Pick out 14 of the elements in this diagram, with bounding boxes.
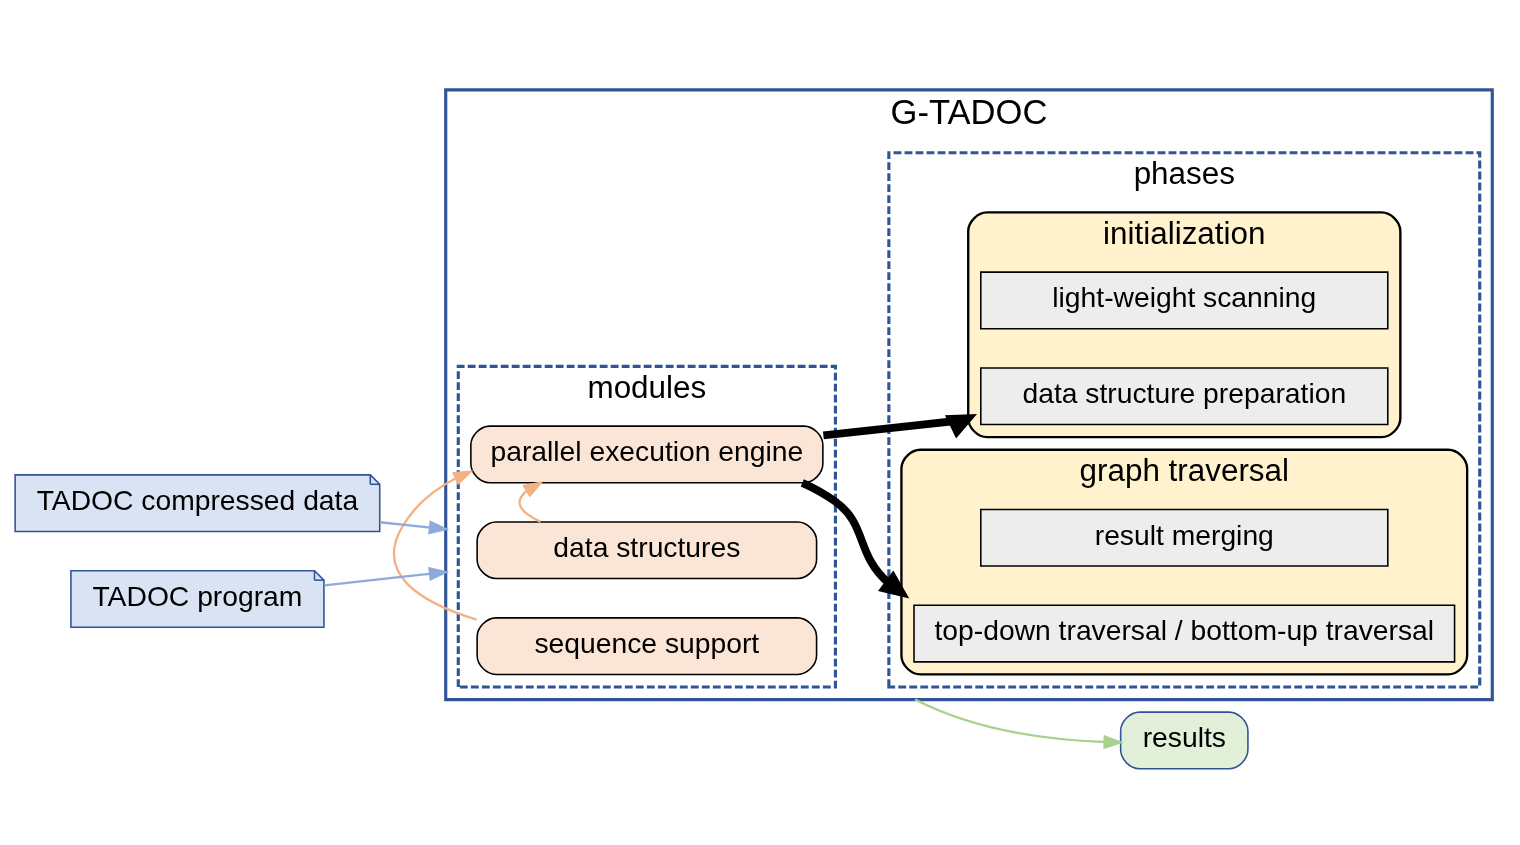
node-box: top-down traversal / bottom-up traversal	[913, 604, 1456, 663]
node-box: results	[1119, 710, 1249, 769]
arrow	[914, 698, 1124, 749]
node-box: result merging	[980, 508, 1389, 567]
arrow	[393, 469, 477, 621]
node-box: data structure preparation	[980, 366, 1389, 425]
node-box: parallel execution engine	[470, 424, 824, 483]
arrow	[379, 519, 450, 535]
node-box: data structures	[476, 520, 818, 579]
arrow	[324, 566, 450, 586]
node-box: sequence support	[476, 616, 818, 675]
arrow	[800, 478, 910, 598]
arrow	[822, 413, 978, 439]
node-box: light-weight scanning	[980, 270, 1389, 329]
